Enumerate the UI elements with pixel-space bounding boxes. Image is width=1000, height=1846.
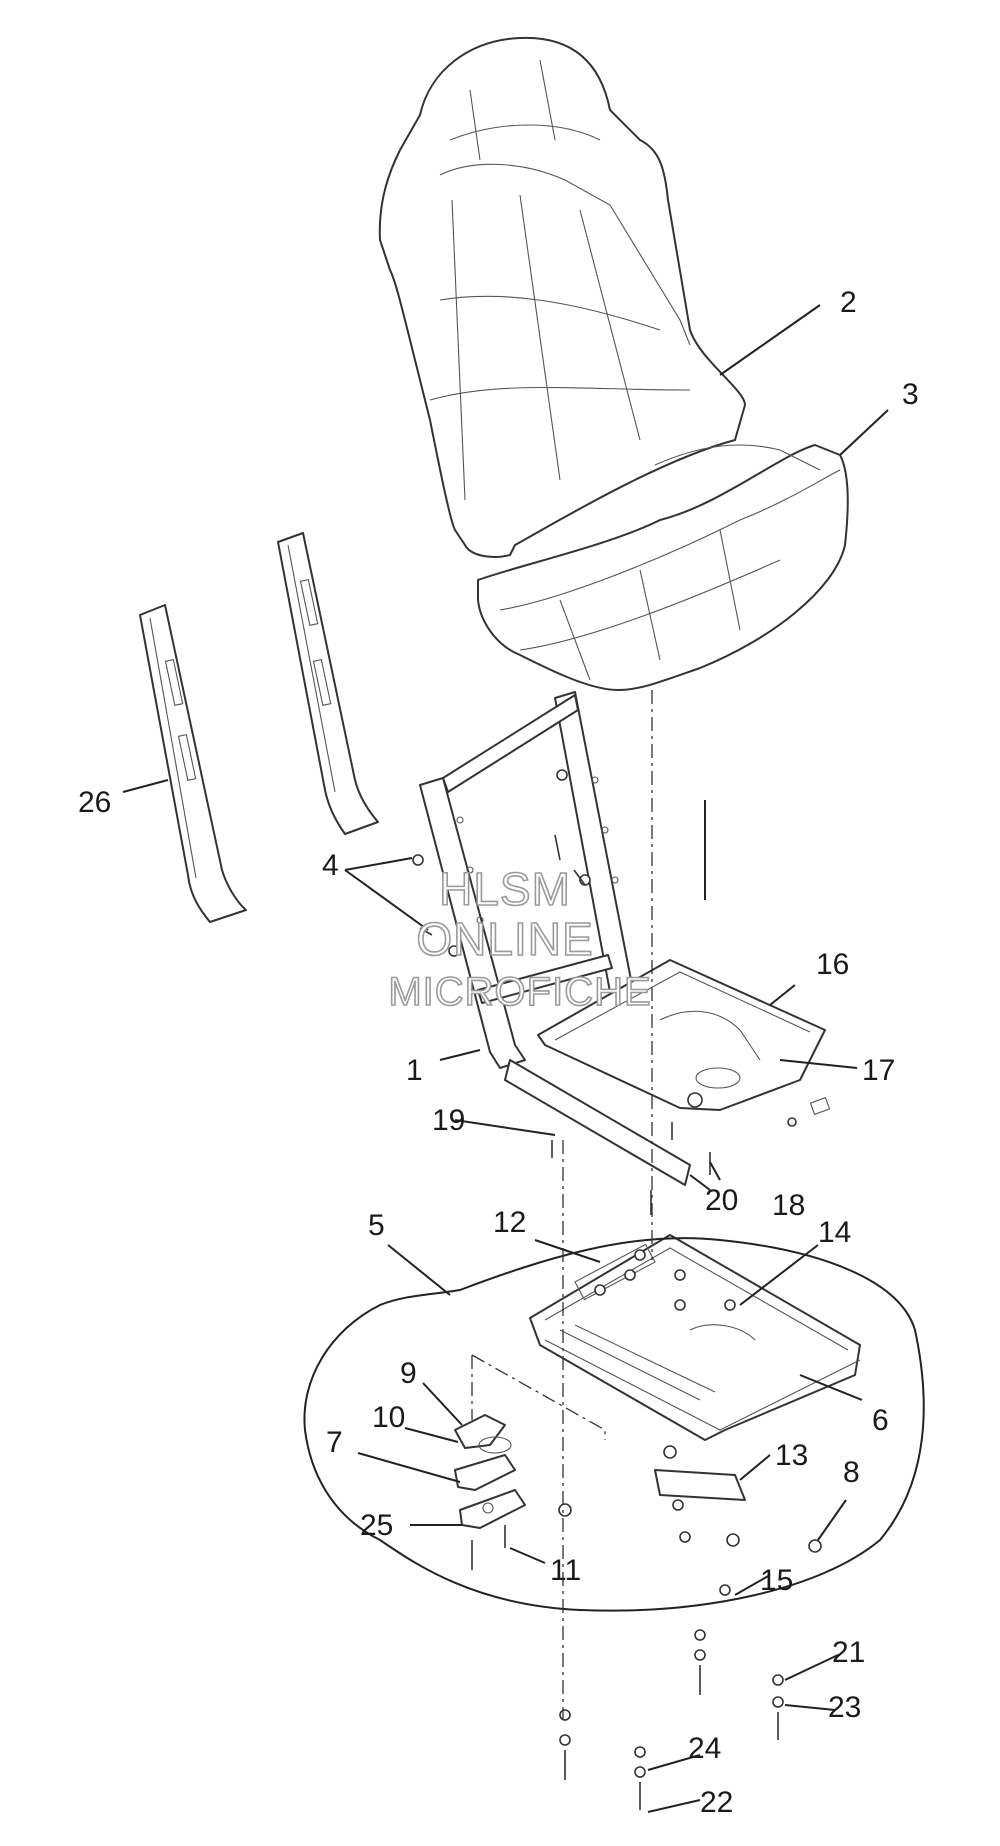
callout-11: 11: [550, 1554, 581, 1587]
callout-14: 14: [818, 1216, 851, 1249]
callout-10: 10: [372, 1401, 405, 1434]
callout-22: 22: [700, 1786, 733, 1819]
loose-hardware: [419, 834, 822, 1810]
callout-2: 2: [840, 286, 857, 319]
seat-cushion: [477, 444, 849, 691]
callout-12: 12: [493, 1206, 526, 1239]
callout-16: 16: [816, 948, 849, 981]
seat-frame: [412, 691, 691, 1186]
leader-lines: [122, 304, 889, 1813]
callout-5: 5: [368, 1209, 385, 1242]
callout-6: 6: [872, 1404, 889, 1437]
callout-23: 23: [828, 1691, 861, 1724]
callout-4: 4: [322, 849, 339, 882]
callout-26: 26: [78, 786, 111, 819]
callout-18: 18: [772, 1189, 805, 1222]
callout-15: 15: [760, 1564, 793, 1597]
seat-pan-bracket: [537, 959, 831, 1127]
slide-base: [529, 1234, 861, 1441]
callout-20: 20: [705, 1184, 738, 1217]
callout-9: 9: [400, 1357, 417, 1390]
callout-3: 3: [902, 378, 919, 411]
assembly-outline-5: [303, 1237, 925, 1612]
watermark-line-2: ONLINE: [416, 913, 593, 965]
watermark: HLSM ONLINE MICROFICHE: [388, 862, 652, 1015]
callout-24: 24: [688, 1732, 721, 1765]
mounting-rail-left: [139, 604, 247, 923]
watermark-line-1: HLSM: [439, 863, 571, 915]
callout-21: 21: [832, 1636, 865, 1669]
callout-13: 13: [775, 1439, 808, 1472]
center-lines: [471, 690, 653, 1720]
callout-17: 17: [862, 1054, 895, 1087]
callout-7: 7: [326, 1426, 343, 1459]
callout-8: 8: [843, 1456, 860, 1489]
callout-1: 1: [406, 1054, 423, 1087]
adjuster-bar: [654, 1445, 746, 1543]
callout-19: 19: [432, 1104, 465, 1137]
watermark-line-3: MICROFICHE: [388, 970, 651, 1014]
callout-labels: 2 3 26 4 1 16 17 19 20 18 5 12 14 6 9 10…: [78, 286, 919, 1819]
callout-25: 25: [360, 1509, 393, 1542]
latch-assembly: [454, 1414, 526, 1570]
seat-backrest: [378, 36, 746, 558]
mounting-rail-right: [277, 532, 379, 835]
